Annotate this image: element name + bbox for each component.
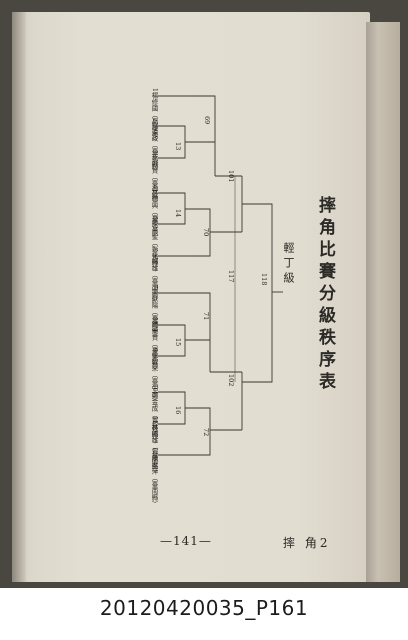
page-number: —141— [160, 534, 212, 548]
match-number: 69 [203, 116, 211, 124]
participant-name: 鍾榮貴（臺東縣） [150, 320, 158, 373]
participant-12: 12陳孝萍（臺南縣） [146, 447, 162, 507]
seed-number: 4 [151, 185, 158, 189]
participant-9: 9徐智來（臺中市） [146, 348, 162, 404]
participant-name: 林國雄（臺南縣） [150, 423, 158, 476]
match-number: 118 [260, 273, 268, 285]
participant-3: 3蔡啟賢（臺中縣） [146, 150, 162, 206]
participant-2: 2劉遠政（臺北縣） [146, 118, 162, 174]
match-number: 15 [174, 338, 182, 346]
match-number: 13 [174, 142, 182, 150]
match-number: 101 [227, 170, 235, 182]
participant-name: 陳孝萍（臺南縣） [150, 454, 158, 507]
seed-number: 8 [151, 317, 158, 321]
participant-10: 10鄭金成（嘉義縣） [146, 384, 162, 444]
seed-number: 11 [151, 416, 158, 424]
seed-number: 10 [151, 384, 158, 392]
page-title: 摔角比賽分級秩序表 [315, 196, 335, 394]
seed-number: 7 [151, 285, 158, 289]
seed-number: 12 [151, 447, 158, 455]
book-page-edge [366, 22, 400, 582]
division-label: 輕丁級 [282, 242, 295, 287]
participant-6: 6吳輝雄（臺南市） [146, 248, 162, 304]
match-number: 72 [202, 428, 210, 436]
seed-number: 5 [151, 216, 158, 220]
participant-name: 鄭金成（嘉義縣） [150, 391, 158, 444]
image-caption: 20120420035_P161 [99, 596, 309, 620]
book-page [12, 12, 370, 582]
participant-name: 蕭獻陽（臺南市） [150, 288, 158, 341]
participant-name: 徐智來（臺中市） [150, 351, 158, 404]
match-number: 117 [227, 270, 235, 282]
participant-name: 楊修國（高雄市） [150, 91, 158, 144]
match-number: 102 [227, 374, 235, 386]
seed-number: 3 [151, 150, 158, 154]
participant-name: 蔡啟賢（臺中縣） [150, 153, 158, 206]
match-number: 70 [202, 228, 210, 236]
seed-number: 1 [151, 88, 158, 92]
match-number: 14 [174, 209, 182, 217]
participant-name: 陳昌聖（彰化縣） [150, 219, 158, 272]
participant-name: 吳輝雄（臺南市） [150, 251, 158, 304]
match-number: 71 [202, 312, 210, 320]
seed-number: 2 [151, 118, 158, 122]
participant-5: 5陳昌聖（彰化縣） [146, 216, 162, 272]
bracket-lines [158, 95, 283, 456]
participant-1: 1楊修國（高雄市） [146, 88, 162, 144]
participant-name: 林德興（臺北市） [150, 188, 158, 241]
tournament-bracket: 13 14 15 16 69 70 71 72 101 102 117 118 [158, 95, 283, 456]
participant-4: 4林德興（臺北市） [146, 185, 162, 241]
seed-number: 6 [151, 248, 158, 252]
participant-name: 劉遠政（臺北縣） [150, 121, 158, 174]
match-number: 16 [174, 406, 182, 414]
seed-number: 9 [151, 348, 158, 352]
running-head: 摔 角2 [283, 536, 331, 550]
book-gutter [12, 12, 26, 582]
participant-8: 8鍾榮貴（臺東縣） [146, 317, 162, 373]
participant-11: 11林國雄（臺南縣） [146, 416, 162, 476]
participant-7: 7蕭獻陽（臺南市） [146, 285, 162, 341]
